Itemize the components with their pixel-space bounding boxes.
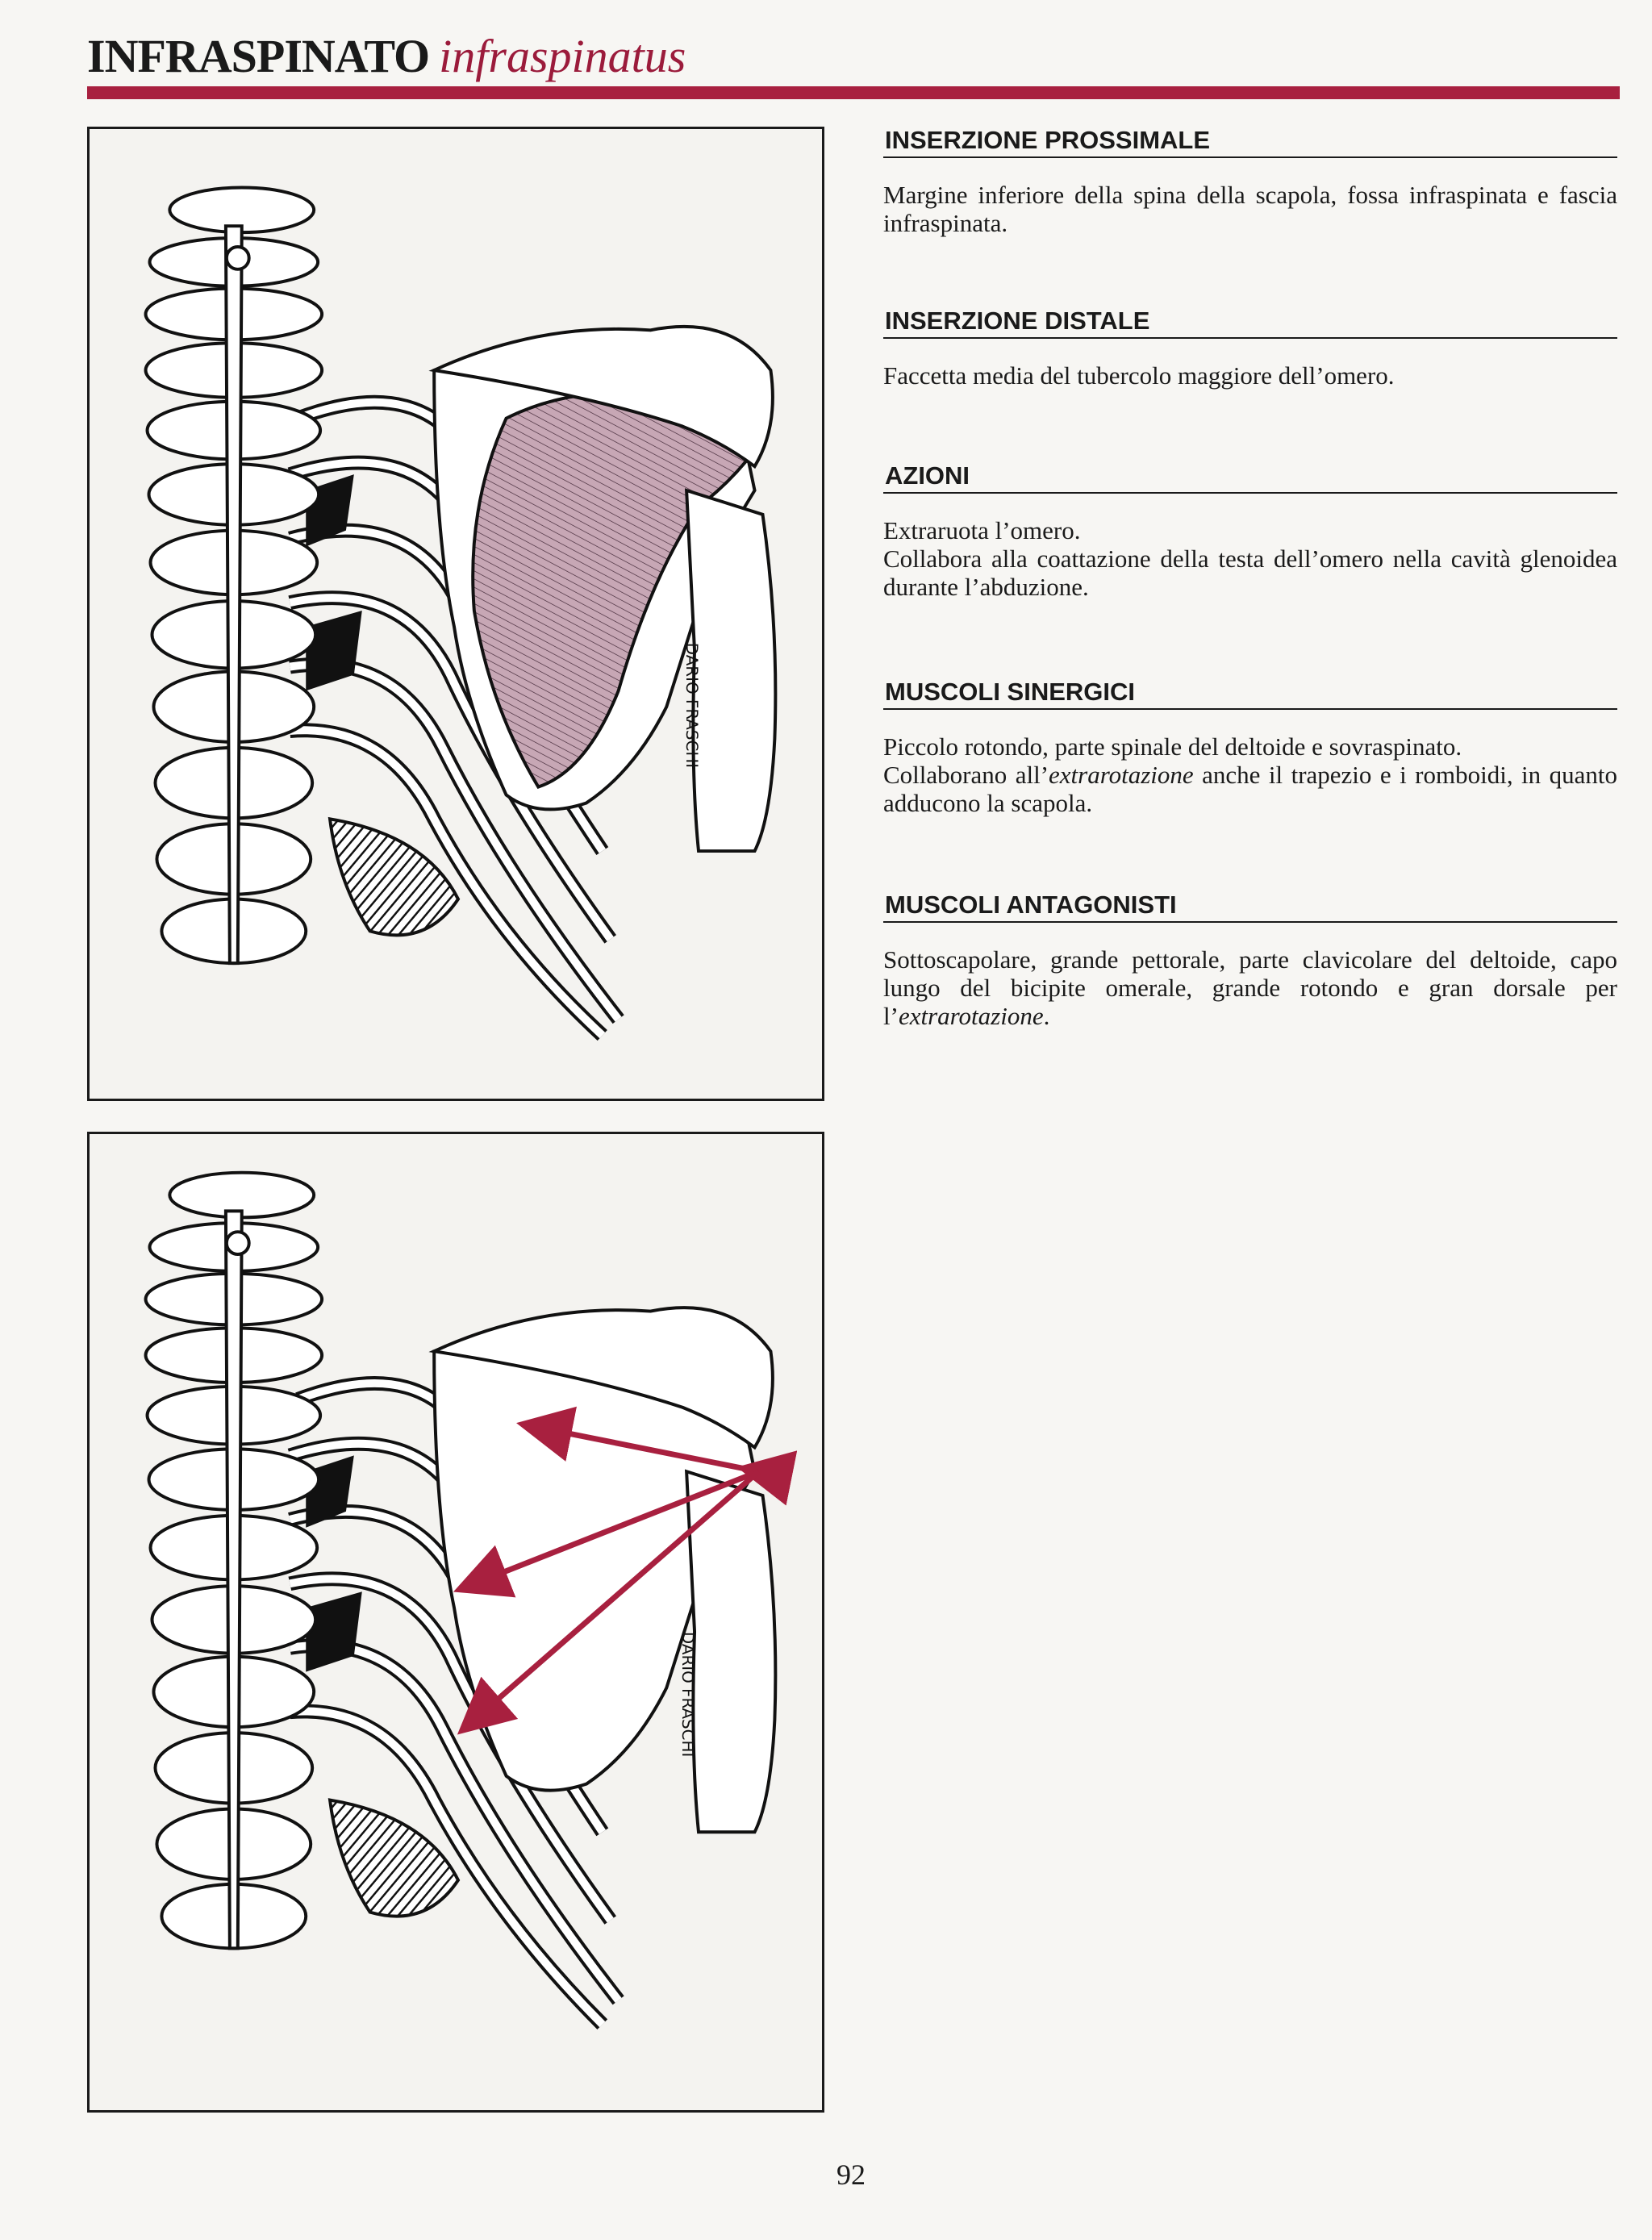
body-line: Extraruota l’omero.: [883, 516, 1081, 544]
svg-text:DARIO FRASCHI: DARIO FRASCHI: [678, 1632, 697, 1757]
section-heading: MUSCOLI ANTAGONISTI: [883, 891, 1617, 923]
body-line: Sottoscapolare, grande pettorale, parte …: [883, 945, 1617, 1030]
title-italian: INFRASPINATO: [87, 30, 430, 82]
section-heading: AZIONI: [883, 461, 1617, 494]
spine: [144, 186, 324, 966]
scapula: [428, 1306, 778, 1834]
section-inserzione-prossimale: INSERZIONE PROSSIMALE Margine inferiore …: [883, 126, 1617, 237]
text-run: Sottoscapolare, grande pettorale, parte …: [883, 945, 1617, 1030]
text-run: .: [1043, 1002, 1050, 1030]
section-inserzione-distale: INSERZIONE DISTALE Faccetta media del tu…: [883, 307, 1617, 390]
section-body: Sottoscapolare, grande pettorale, parte …: [883, 945, 1617, 1030]
body-line: Piccolo rotondo, parte spinale del delto…: [883, 732, 1462, 761]
section-body: Faccetta media del tubercolo maggiore de…: [883, 361, 1617, 390]
skeleton-arrows-drawing: DARIO FRASCHI: [144, 1170, 798, 2030]
body-line: Collaborano all’extrarotazione anche il …: [883, 761, 1617, 817]
section-heading: MUSCOLI SINERGICI: [883, 678, 1617, 710]
skeleton-muscle-drawing: DARIO FRASCHI: [144, 186, 778, 1041]
body-line: Faccetta media del tubercolo maggiore de…: [883, 361, 1395, 390]
anatomy-illustration-action: DARIO FRASCHI: [87, 1132, 824, 2113]
section-body: Piccolo rotondo, parte spinale del delto…: [883, 732, 1617, 817]
scapula: [428, 324, 778, 853]
section-body: Extraruota l’omero. Collabora alla coatt…: [883, 516, 1617, 601]
svg-text:DARIO FRASCHI: DARIO FRASCHI: [682, 643, 701, 768]
rotation-arrows: [453, 1406, 798, 1735]
artist-signature: DARIO FRASCHI: [678, 1632, 697, 1757]
page-number: 92: [836, 2159, 866, 2191]
body-line: Collabora alla coattazione della testa d…: [883, 544, 1617, 601]
body-line: Margine inferiore della spina della scap…: [883, 181, 1617, 237]
section-body: Margine inferiore della spina della scap…: [883, 181, 1617, 237]
section-muscoli-antagonisti: MUSCOLI ANTAGONISTI Sottoscapolare, gran…: [883, 891, 1617, 1030]
section-muscoli-sinergici: MUSCOLI SINERGICI Piccolo rotondo, parte…: [883, 678, 1617, 817]
text-run: Collaborano all’: [883, 761, 1049, 789]
section-azioni: AZIONI Extraruota l’omero. Collabora all…: [883, 461, 1617, 601]
rib-cage: [287, 1376, 624, 2030]
text-run-italic: extrarotazione: [898, 1002, 1044, 1030]
text-run-italic: extrarotazione: [1049, 761, 1194, 789]
text-run: anche il trapezio e i romboidi, in quant…: [883, 761, 1617, 817]
artist-signature: DARIO FRASCHI: [682, 643, 701, 768]
section-heading: INSERZIONE PROSSIMALE: [883, 126, 1617, 158]
title-rule: [87, 86, 1620, 99]
anatomy-illustration-muscle: DARIO FRASCHI: [87, 127, 824, 1101]
spine: [144, 1170, 324, 1950]
title-latin: infraspinatus: [439, 30, 686, 82]
section-heading: INSERZIONE DISTALE: [883, 307, 1617, 339]
